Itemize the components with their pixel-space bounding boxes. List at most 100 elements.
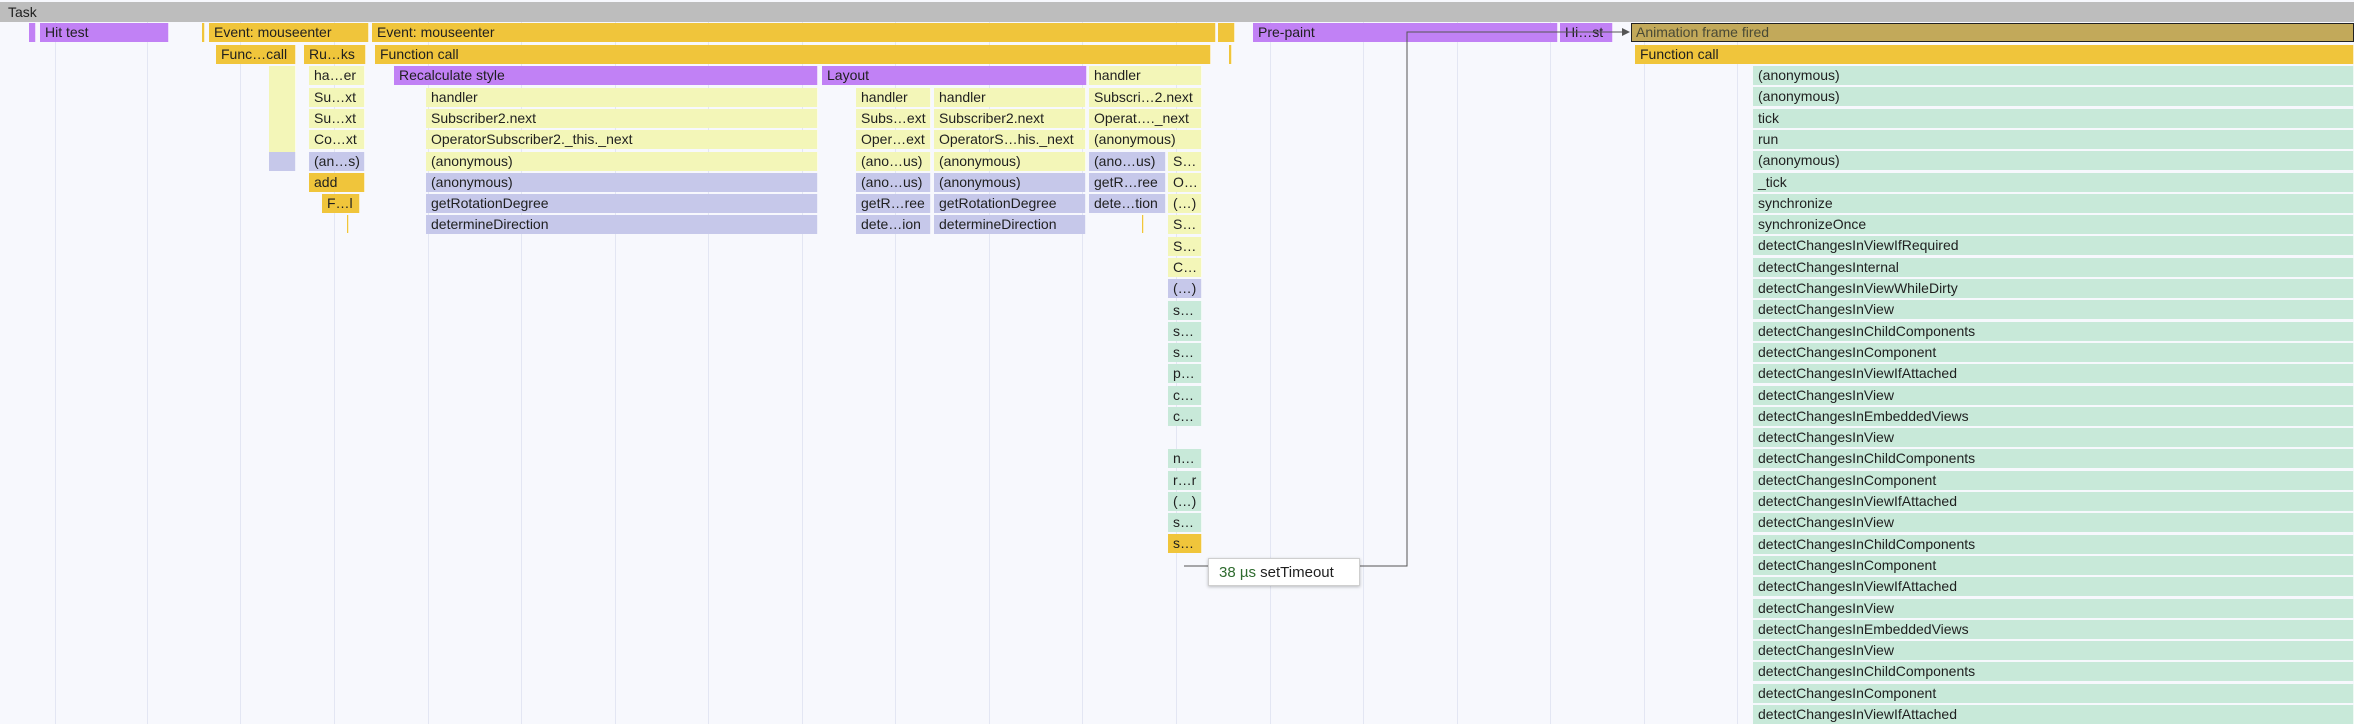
flame-entry[interactable]: s… — [1168, 343, 1202, 362]
flame-entry[interactable]: Su…xt — [309, 88, 365, 107]
flame-entry[interactable]: handler — [1089, 66, 1202, 85]
flame-entry[interactable]: handler — [426, 88, 818, 107]
stack-frame-entry[interactable]: detectChangesInViewWhileDirty — [1753, 279, 2354, 298]
stack-frame-entry[interactable]: detectChangesInComponent — [1753, 342, 2354, 362]
stack-frame-entry[interactable]: detectChangesInView — [1753, 598, 2354, 618]
stack-frame-entry[interactable]: detectChangesInComponent — [1753, 555, 2354, 575]
flame-entry[interactable]: s… — [1168, 322, 1202, 341]
flame-entry[interactable]: Co…xt — [309, 130, 365, 149]
flame-entry[interactable] — [1218, 23, 1235, 42]
flame-entry[interactable]: getRotationDegree — [934, 194, 1086, 213]
flame-entry[interactable]: (ano…us) — [856, 173, 931, 192]
stack-frame-entry[interactable]: synchronize — [1753, 193, 2354, 213]
flame-entry[interactable]: O… — [1168, 173, 1202, 192]
flame-entry[interactable]: getRotationDegree — [426, 194, 818, 213]
flame-entry[interactable]: getR…ree — [856, 194, 931, 213]
stack-frame-entry[interactable]: detectChangesInView — [1753, 513, 2354, 533]
stack-frame-entry[interactable]: tick — [1753, 108, 2354, 128]
flame-entry[interactable]: Subscriber2.next — [934, 109, 1086, 128]
stack-frame-entry[interactable]: _tick — [1753, 172, 2354, 192]
flame-entry[interactable]: (anonymous) — [934, 173, 1086, 192]
function-call-entry[interactable]: Function call — [1635, 45, 2354, 64]
flame-entry[interactable]: (anonymous) — [426, 152, 818, 171]
flame-entry[interactable]: handler — [856, 88, 931, 107]
event-mouseenter-entry[interactable]: Event: mouseenter — [209, 23, 369, 42]
flame-entry[interactable]: S… — [1168, 215, 1202, 234]
stack-frame-entry[interactable]: synchronizeOnce — [1753, 215, 2354, 235]
stack-frame-entry[interactable]: run — [1753, 129, 2354, 149]
stack-frame-entry[interactable]: (anonymous) — [1753, 66, 2354, 85]
stack-frame-entry[interactable]: detectChangesInViewIfAttached — [1753, 705, 2354, 724]
stack-frame-entry[interactable]: detectChangesInChildComponents — [1753, 662, 2354, 682]
flame-entry[interactable] — [202, 23, 205, 42]
stack-frame-entry[interactable]: detectChangesInView — [1753, 300, 2354, 320]
flame-entry[interactable]: determineDirection — [934, 215, 1086, 234]
flame-entry[interactable]: (an…s) — [309, 152, 365, 171]
stack-frame-entry[interactable]: detectChangesInView — [1753, 641, 2354, 661]
flame-entry[interactable]: add — [309, 173, 365, 192]
flame-entry[interactable]: (anonymous) — [426, 173, 818, 192]
flame-entry[interactable]: S… — [1168, 152, 1202, 171]
flame-entry[interactable]: (…) — [1168, 279, 1202, 298]
stack-frame-entry[interactable]: detectChangesInChildComponents — [1753, 449, 2354, 469]
flame-entry[interactable]: Subscri…2.next — [1089, 88, 1202, 107]
flame-entry[interactable]: Subs…ext — [856, 109, 931, 128]
flame-entry[interactable]: dete…ion — [856, 215, 931, 234]
flame-entry[interactable]: F…l — [322, 194, 360, 213]
flame-entry[interactable]: S… — [1168, 237, 1202, 256]
flame-entry[interactable]: (ano…us) — [1089, 152, 1166, 171]
stack-frame-entry[interactable]: detectChangesInComponent — [1753, 470, 2354, 490]
flame-entry[interactable]: (…) — [1168, 492, 1202, 511]
flame-entry[interactable] — [29, 23, 36, 42]
flame-entry[interactable]: s… — [1168, 534, 1202, 553]
stack-frame-entry[interactable]: detectChangesInComponent — [1753, 683, 2354, 703]
recalculate-style-entry[interactable]: Recalculate style — [394, 66, 818, 85]
flame-entry[interactable]: (anonymous) — [1089, 130, 1202, 149]
flame-entry[interactable]: c… — [1168, 407, 1202, 426]
task-bar[interactable]: Task — [0, 2, 2354, 22]
stack-frame-entry[interactable]: detectChangesInViewIfAttached — [1753, 577, 2354, 597]
flame-entry[interactable]: s… — [1168, 513, 1202, 532]
flame-entry[interactable] — [1229, 45, 1232, 64]
flame-entry[interactable]: dete…tion — [1089, 194, 1166, 213]
stack-frame-entry[interactable]: detectChangesInViewIfAttached — [1753, 492, 2354, 511]
animation-frame-fired-entry[interactable]: Animation frame fired — [1631, 23, 2354, 42]
pre-paint-entry[interactable]: Pre-paint — [1253, 23, 1558, 42]
flame-entry[interactable]: (…) — [1168, 194, 1202, 213]
flame-entry[interactable]: Su…xt — [309, 109, 365, 128]
stack-frame-entry[interactable]: detectChangesInView — [1753, 385, 2354, 405]
stack-frame-entry[interactable]: detectChangesInEmbeddedViews — [1753, 619, 2354, 639]
stack-frame-entry[interactable]: detectChangesInChildComponents — [1753, 534, 2354, 554]
stack-frame-entry[interactable]: detectChangesInView — [1753, 428, 2354, 448]
layout-entry[interactable]: Layout — [822, 66, 1087, 85]
function-call-entry[interactable]: Function call — [375, 45, 1211, 64]
flame-entry[interactable]: Operat…._next — [1089, 109, 1202, 128]
flame-entry[interactable]: getR…ree — [1089, 173, 1166, 192]
hit-test-entry[interactable]: Hit test — [40, 23, 169, 42]
hit-test-entry-short[interactable]: Hi…st — [1560, 23, 1613, 42]
flame-entry[interactable]: OperatorS…his._next — [934, 130, 1086, 149]
function-call-entry[interactable]: Func…call — [216, 45, 296, 64]
flame-entry[interactable]: p… — [1168, 364, 1202, 383]
flame-entry[interactable]: (anonymous) — [934, 152, 1086, 171]
stack-frame-entry[interactable]: detectChangesInternal — [1753, 257, 2354, 277]
flame-entry[interactable]: Oper…ext — [856, 130, 931, 149]
stack-frame-entry[interactable]: detectChangesInEmbeddedViews — [1753, 406, 2354, 426]
flame-entry[interactable]: s… — [1168, 301, 1202, 320]
stack-frame-entry[interactable]: detectChangesInViewIfAttached — [1753, 364, 2354, 384]
stack-frame-entry[interactable]: detectChangesInViewIfRequired — [1753, 236, 2354, 256]
flame-entry[interactable]: determineDirection — [426, 215, 818, 234]
stack-frame-entry[interactable]: (anonymous) — [1753, 151, 2354, 171]
stack-frame-entry[interactable]: detectChangesInChildComponents — [1753, 321, 2354, 341]
flame-entry[interactable]: n… — [1168, 449, 1202, 468]
flame-entry[interactable]: ha…er — [309, 66, 365, 85]
flame-entry[interactable]: (ano…us) — [856, 152, 931, 171]
flame-entry[interactable]: C… — [1168, 258, 1202, 277]
flame-entry[interactable]: handler — [934, 88, 1086, 107]
event-mouseenter-entry[interactable]: Event: mouseenter — [372, 23, 1216, 42]
run-tasks-entry[interactable]: Ru…ks — [304, 45, 366, 64]
flame-entry[interactable]: OperatorSubscriber2._this._next — [426, 130, 818, 149]
flame-entry[interactable]: r…r — [1168, 471, 1202, 490]
flame-entry[interactable] — [269, 152, 296, 171]
stack-frame-entry[interactable]: (anonymous) — [1753, 87, 2354, 107]
